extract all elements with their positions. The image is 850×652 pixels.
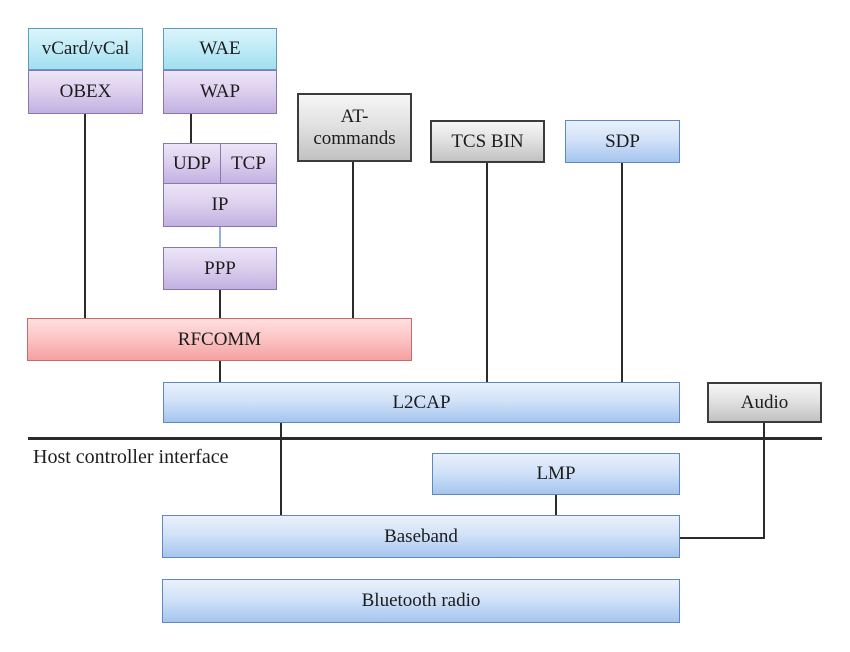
box-lmp: LMP	[432, 453, 680, 495]
box-tcp-label: TCP	[231, 152, 266, 174]
box-sdp-label: SDP	[605, 130, 640, 152]
box-ppp: PPP	[163, 247, 277, 290]
box-audio-label: Audio	[740, 391, 789, 413]
box-rfcomm: RFCOMM	[27, 318, 412, 361]
connector-obex-rfcomm	[84, 113, 86, 318]
connector-audio-vertical	[763, 422, 765, 539]
connector-ip-ppp	[219, 226, 221, 247]
box-ppp-label: PPP	[204, 257, 236, 279]
connector-tcsbin-l2cap	[486, 162, 488, 382]
host-controller-interface-label: Host controller interface	[33, 446, 229, 468]
box-l2cap: L2CAP	[163, 382, 680, 423]
box-at-commands-label-line2: commands	[313, 127, 396, 149]
box-bluetooth-radio-label: Bluetooth radio	[361, 590, 481, 612]
box-audio: Audio	[707, 382, 822, 423]
host-controller-interface-line	[28, 437, 822, 440]
box-at-commands: AT- commands	[297, 93, 412, 162]
box-sdp: SDP	[565, 120, 680, 163]
connector-rfcomm-l2cap	[219, 360, 221, 382]
box-vcard-vcal: vCard/vCal	[28, 28, 143, 70]
box-obex: OBEX	[28, 70, 143, 114]
connector-atcommands-rfcomm	[352, 161, 354, 318]
box-udp-label: UDP	[172, 152, 211, 174]
box-tcs-bin-label: TCS BIN	[451, 130, 524, 152]
connector-l2cap-baseband	[280, 422, 282, 515]
box-baseband: Baseband	[162, 515, 680, 558]
box-wae: WAE	[163, 28, 277, 70]
box-bluetooth-radio: Bluetooth radio	[162, 579, 680, 623]
box-tcp: TCP	[220, 143, 277, 184]
box-wae-label: WAE	[199, 38, 241, 60]
box-wap-label: WAP	[199, 81, 241, 103]
box-wap: WAP	[163, 70, 277, 114]
box-at-commands-label-line1: AT-	[340, 105, 369, 127]
box-udp: UDP	[163, 143, 221, 184]
box-rfcomm-label: RFCOMM	[177, 328, 262, 350]
box-tcs-bin: TCS BIN	[430, 120, 545, 163]
box-vcard-vcal-label: vCard/vCal	[41, 38, 130, 60]
box-lmp-label: LMP	[536, 463, 576, 485]
connector-wap-udp	[190, 113, 192, 143]
connector-sdp-l2cap	[621, 162, 623, 382]
connector-ppp-rfcomm	[219, 289, 221, 318]
box-ip-label: IP	[211, 194, 229, 216]
connector-audio-baseband	[679, 537, 765, 539]
box-l2cap-label: L2CAP	[392, 391, 451, 413]
connector-lmp-baseband	[555, 494, 557, 515]
box-obex-label: OBEX	[59, 81, 112, 103]
box-ip: IP	[163, 183, 277, 227]
box-baseband-label: Baseband	[384, 525, 458, 547]
